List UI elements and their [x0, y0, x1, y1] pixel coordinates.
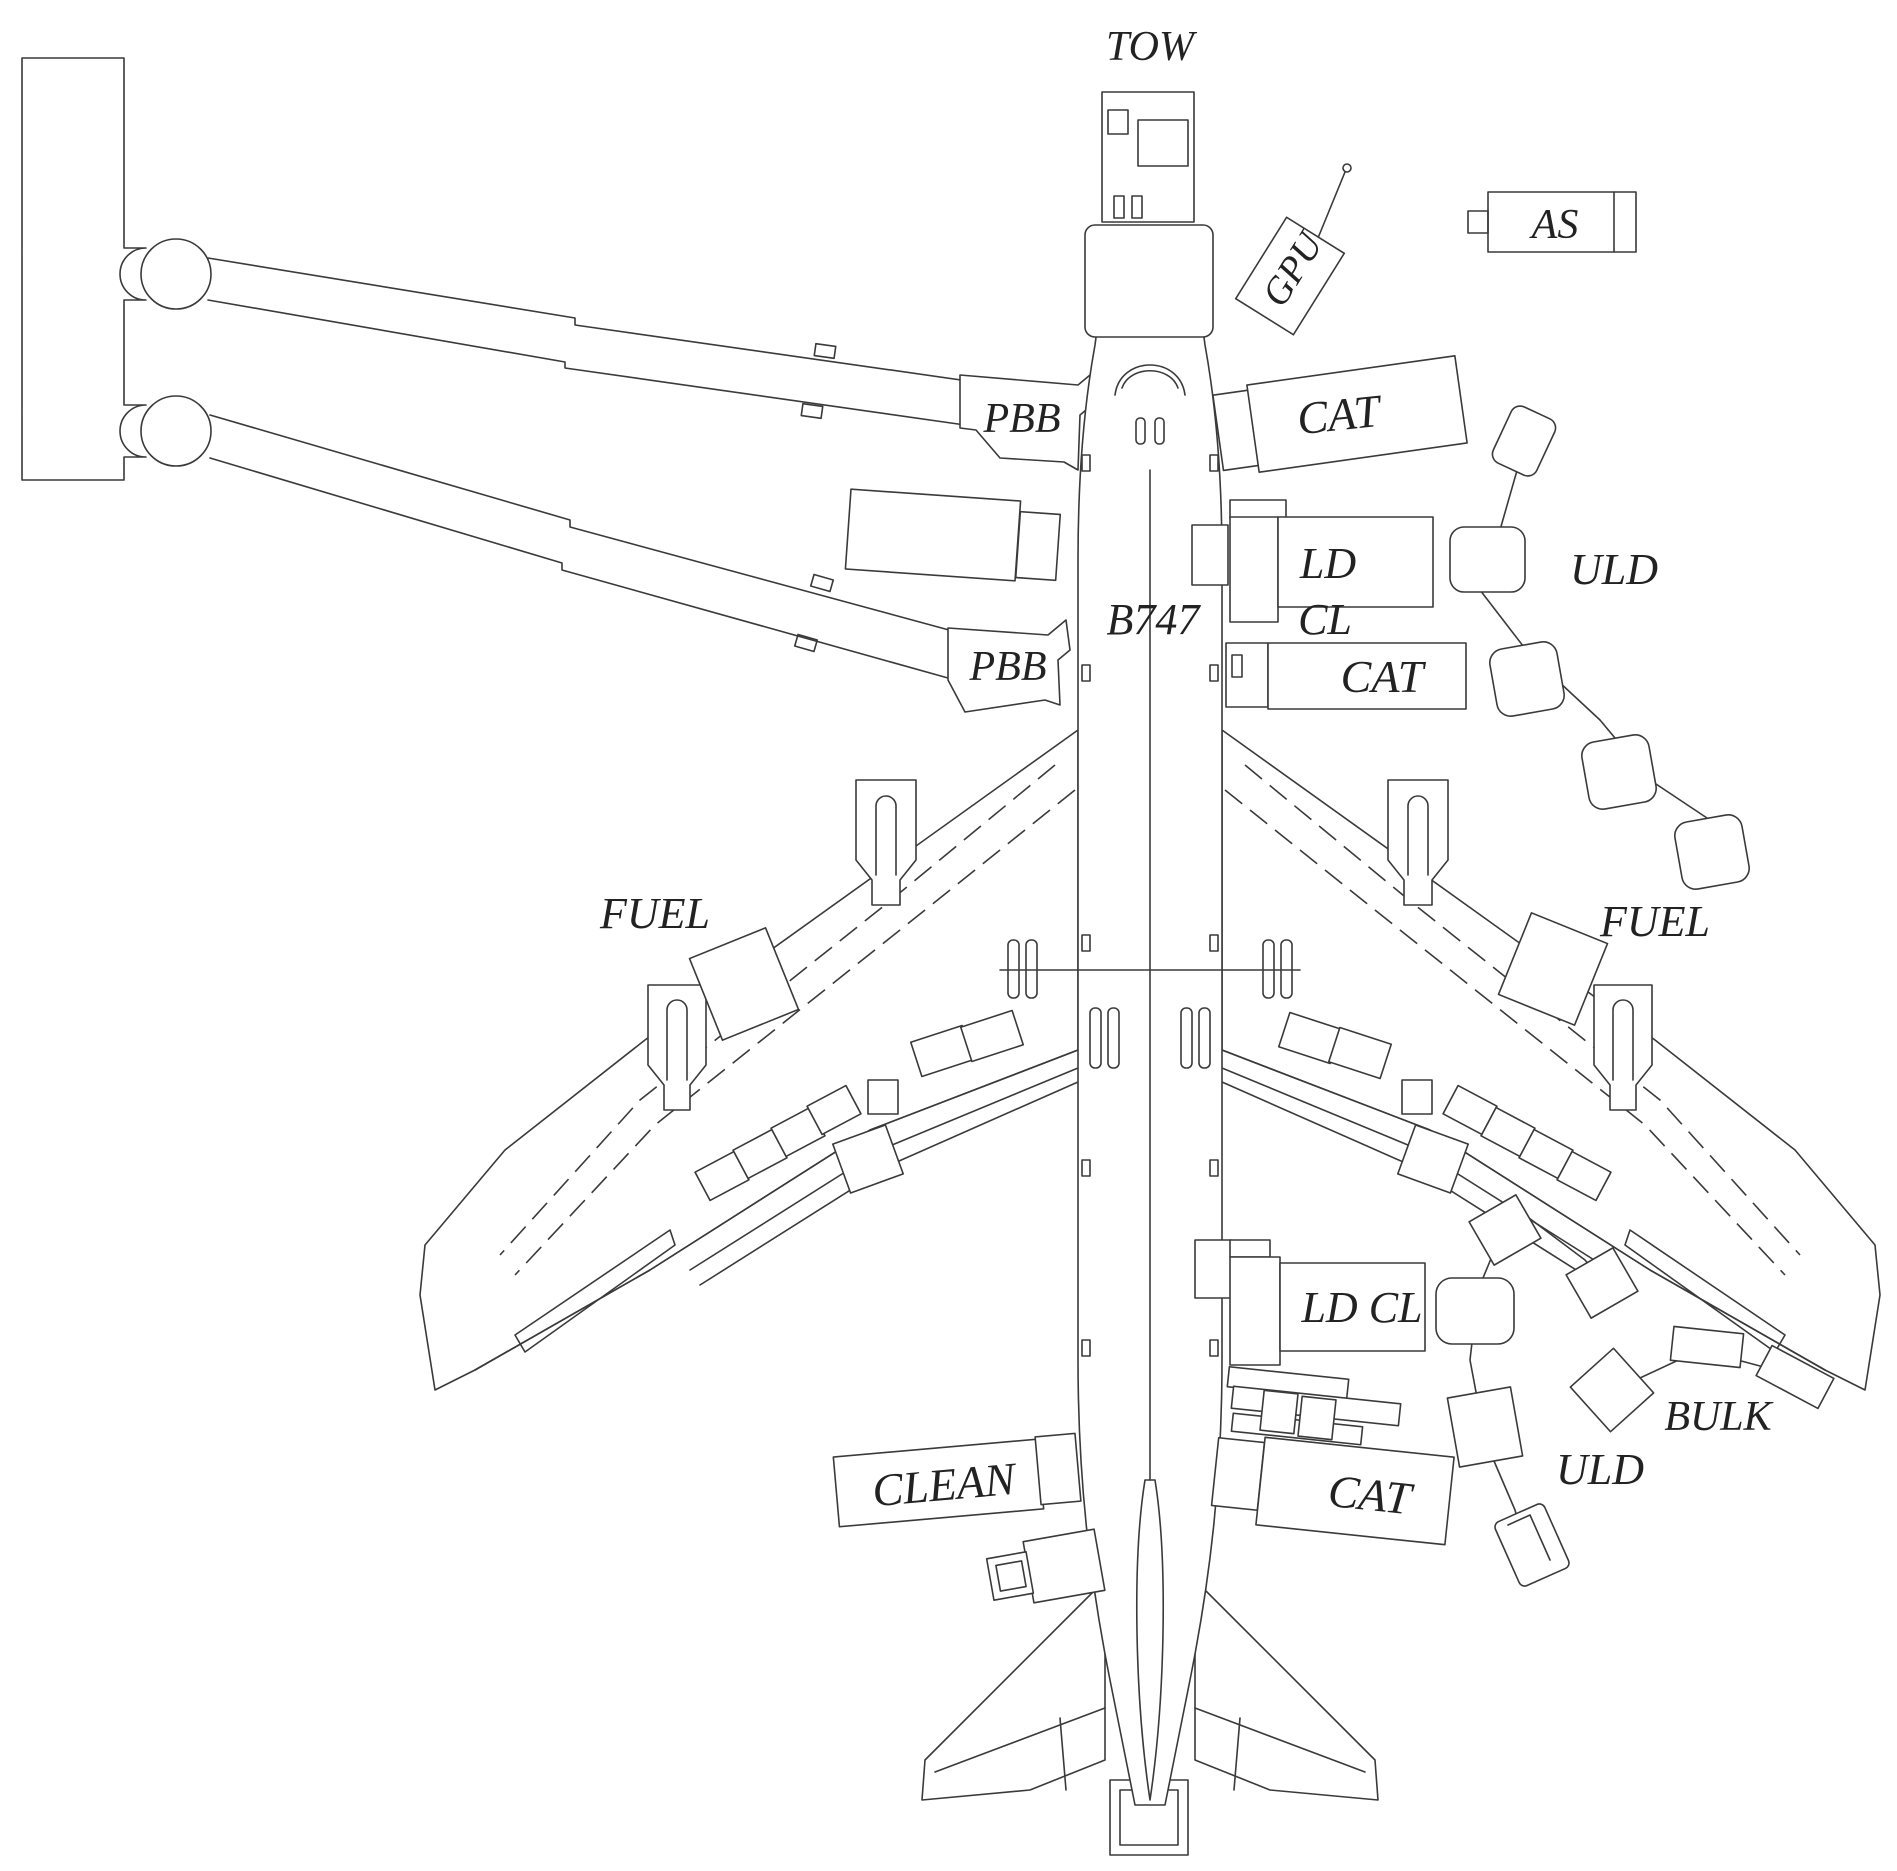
landing-gear	[999, 417, 1301, 1069]
label-cat-2: CAT	[1341, 651, 1427, 702]
label-clean: CLEAN	[870, 1453, 1019, 1516]
label-cat-3: CAT	[1326, 1465, 1417, 1525]
loader-front	[1191, 499, 1434, 623]
fuel-truck-left	[688, 927, 800, 1041]
labels: TOW GPU AS PBB PBB CAT LD ULD B747 CL CA…	[599, 24, 1774, 1525]
cleaning-truck	[832, 1432, 1082, 1528]
air-starter-unit	[1467, 191, 1637, 253]
loader-rear	[1194, 1239, 1426, 1366]
door-markers	[1081, 454, 1219, 1357]
label-ld-cl-rear: LD CL	[1300, 1283, 1422, 1332]
catering-truck-3	[1210, 1436, 1455, 1546]
uld-train-rear	[1435, 1194, 1639, 1587]
wing-service-carts-right	[1277, 1011, 1612, 1202]
engine-right-outer	[1593, 984, 1653, 1111]
left-wing	[419, 729, 1079, 1391]
pbb-head-lower	[947, 619, 1071, 713]
catering-truck-2	[1225, 642, 1467, 710]
label-pbb-upper: PBB	[983, 396, 1061, 442]
aircraft-b747	[419, 254, 1881, 1856]
boarding-bridge-lower	[209, 414, 1071, 713]
engine-right-inner	[1387, 779, 1449, 906]
label-as: AS	[1529, 202, 1579, 248]
belt-loader-rear	[1226, 1365, 1402, 1446]
engine-left-inner	[855, 779, 917, 906]
tow-tractor	[1084, 91, 1214, 338]
gpu-unit	[1234, 163, 1352, 336]
label-aircraft: B747	[1107, 595, 1202, 644]
label-fuel-right: FUEL	[1599, 897, 1710, 946]
right-stabilizer	[1194, 1579, 1379, 1801]
label-fuel-left: FUEL	[599, 889, 710, 938]
label-cat-1: CAT	[1295, 385, 1386, 445]
uld-train-front	[1449, 405, 1750, 890]
fuel-truck-right	[1497, 912, 1609, 1026]
label-cl-front: CL	[1298, 595, 1352, 644]
catering-truck-1	[1212, 355, 1468, 473]
label-bulk: BULK	[1664, 1394, 1773, 1440]
wing-service-carts-left	[694, 1009, 1025, 1202]
label-tow: TOW	[1106, 24, 1198, 70]
left-stabilizer	[921, 1579, 1106, 1801]
label-uld-front: ULD	[1570, 545, 1658, 594]
label-uld-rear: ULD	[1556, 1445, 1644, 1494]
boarding-bridge-upper	[207, 257, 1093, 471]
pbb-head-upper	[959, 374, 1093, 471]
label-pbb-lower: PBB	[969, 644, 1047, 690]
engine-left-outer	[647, 984, 707, 1111]
label-ld-front: LD	[1299, 539, 1356, 588]
bulk-train	[1569, 1325, 1835, 1433]
lavatory-truck	[985, 1528, 1106, 1604]
parked-vehicle	[844, 488, 1062, 582]
terminal-building	[21, 57, 212, 481]
